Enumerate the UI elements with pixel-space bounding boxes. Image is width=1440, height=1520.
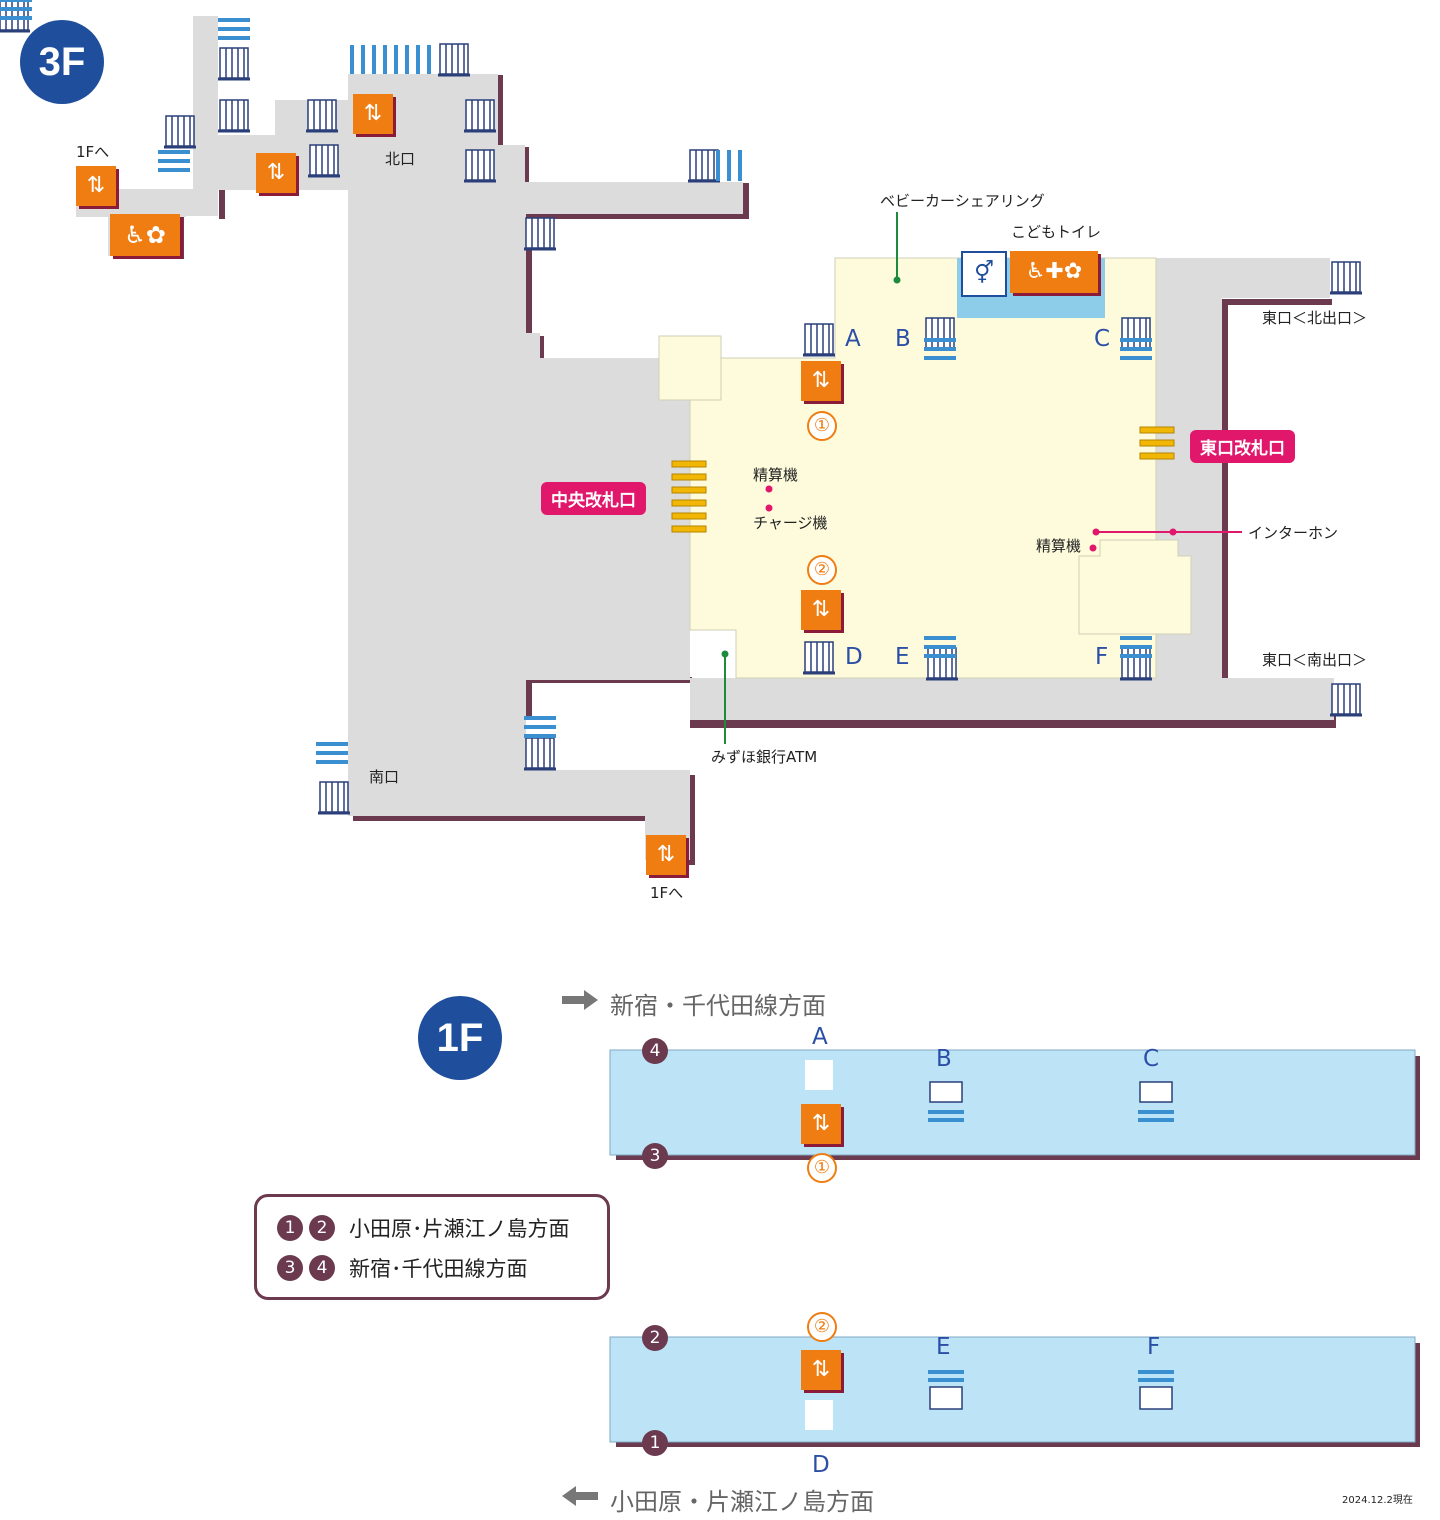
intercom-label: インターホン bbox=[1248, 524, 1339, 542]
track-3: 3 bbox=[642, 1143, 668, 1169]
legend-track-3: 3 bbox=[277, 1255, 303, 1281]
fare-adjustment-label-1: 精算機 bbox=[753, 466, 799, 484]
platform-door-d: D bbox=[812, 1452, 830, 1478]
to-1f-label-left: 1Fへ bbox=[76, 143, 110, 161]
track-4: 4 bbox=[642, 1038, 668, 1064]
elevator-icon: ⇅ bbox=[801, 590, 841, 630]
kids-toilet-label: こどもトイレ bbox=[1011, 223, 1102, 241]
wheelchair-icon: ♿✿ bbox=[110, 214, 180, 256]
stroller-sharing-label: ベビーカーシェアリング bbox=[880, 192, 1045, 210]
to-1f-label-bottom: 1Fへ bbox=[650, 884, 684, 902]
legend-track-2: 2 bbox=[309, 1215, 335, 1241]
door-a: A bbox=[845, 326, 861, 352]
elevator-icon: ⇅ bbox=[801, 1350, 841, 1390]
fare-adjustment-label-2: 精算機 bbox=[1036, 537, 1082, 555]
elevator-number-2: ② bbox=[807, 555, 837, 585]
east-north-exit-label: 東口＜北出口＞ bbox=[1262, 309, 1368, 327]
door-f: F bbox=[1095, 644, 1109, 670]
atm-label: みずほ銀行ATM bbox=[711, 748, 818, 766]
charge-machine-label: チャージ機 bbox=[753, 514, 828, 532]
track-1: 1 bbox=[642, 1430, 668, 1456]
platform-door-a: A bbox=[812, 1024, 828, 1050]
floor-badge-1f: 1F bbox=[418, 996, 502, 1080]
track-2: 2 bbox=[642, 1325, 668, 1351]
legend-text-1: 小田原･片瀬江ノ島方面 bbox=[349, 1217, 570, 1241]
wheelchair-icon: ♿✚✿ bbox=[1010, 251, 1098, 293]
elevator-number-1: ① bbox=[807, 411, 837, 441]
platform-door-c: C bbox=[1143, 1046, 1160, 1072]
door-b: B bbox=[895, 326, 911, 352]
date-note: 2024.12.2現在 bbox=[1342, 1495, 1413, 1506]
east-south-exit-label: 東口＜南出口＞ bbox=[1262, 651, 1368, 669]
east-gate-label: 東口改札口 bbox=[1190, 430, 1295, 463]
elevator-icon: ⇅ bbox=[76, 166, 116, 206]
legend-text-2: 新宿･千代田線方面 bbox=[349, 1257, 528, 1281]
central-gate-label: 中央改札口 bbox=[541, 482, 646, 515]
elevator-icon: ⇅ bbox=[801, 361, 841, 401]
south-exit-label: 南口 bbox=[369, 768, 400, 786]
escalator-icons bbox=[0, 0, 1154, 764]
elevator-icon: ⇅ bbox=[256, 153, 296, 193]
platform-door-f: F bbox=[1147, 1334, 1161, 1360]
door-c: C bbox=[1094, 326, 1111, 352]
toilet-icon: ⚥ bbox=[961, 251, 1007, 297]
north-exit-label: 北口 bbox=[385, 150, 416, 168]
platform-door-b: B bbox=[936, 1046, 952, 1072]
door-e: E bbox=[895, 644, 910, 670]
platforms-1f bbox=[562, 990, 1420, 1506]
direction-bottom: 小田原・片瀬江ノ島方面 bbox=[610, 1488, 874, 1516]
legend-track-1: 1 bbox=[277, 1215, 303, 1241]
direction-top: 新宿・千代田線方面 bbox=[610, 992, 826, 1020]
elevator-icon: ⇅ bbox=[353, 94, 393, 134]
platform-elevator-number-1: ① bbox=[807, 1153, 837, 1183]
stairs-icons bbox=[0, 0, 1364, 815]
platform-door-e: E bbox=[936, 1334, 951, 1360]
elevator-icon: ⇅ bbox=[646, 835, 686, 875]
platform-elevator-number-2: ② bbox=[807, 1312, 837, 1342]
door-d: D bbox=[845, 644, 863, 670]
floor-badge-3f: 3F bbox=[20, 20, 104, 104]
ticket-gate-icon bbox=[671, 426, 1175, 533]
elevator-icon: ⇅ bbox=[801, 1104, 841, 1144]
legend-track-4: 4 bbox=[309, 1255, 335, 1281]
